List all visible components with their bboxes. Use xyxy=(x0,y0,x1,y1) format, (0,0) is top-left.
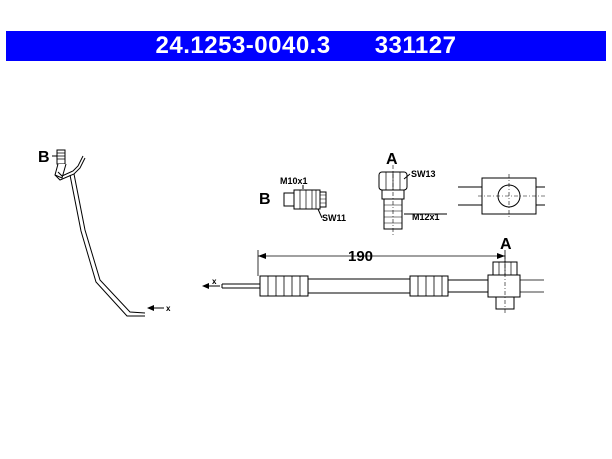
label-view-b-left: B xyxy=(38,149,50,166)
label-view-a-main: A xyxy=(500,236,512,253)
reference-number: 331127 xyxy=(374,32,457,59)
label-thread-a: M12x1 xyxy=(412,212,440,222)
label-wrench-a: SW13 xyxy=(411,169,436,179)
installed-hose-view xyxy=(54,149,146,317)
label-view-a-detail: A xyxy=(386,151,398,168)
hose-end-fitting-b xyxy=(56,149,66,165)
label-length: 190 xyxy=(348,248,373,265)
main-hose xyxy=(221,255,544,315)
fitting-b-detail xyxy=(283,185,327,219)
part-number: 24.1253-0040.3 xyxy=(155,32,331,59)
label-x-main: x xyxy=(212,277,217,286)
label-thread-b: M10x1 xyxy=(280,176,308,186)
label-wrench-b: SW11 xyxy=(322,213,346,223)
fitting-a-detail xyxy=(378,165,447,235)
banjo-section-detail xyxy=(458,174,545,218)
dimension-line-190 xyxy=(257,250,506,276)
label-x-left: x xyxy=(166,304,171,313)
label-view-b-detail: B xyxy=(259,191,271,208)
title-bar: 24.1253-0040.3 331127 xyxy=(6,31,606,61)
